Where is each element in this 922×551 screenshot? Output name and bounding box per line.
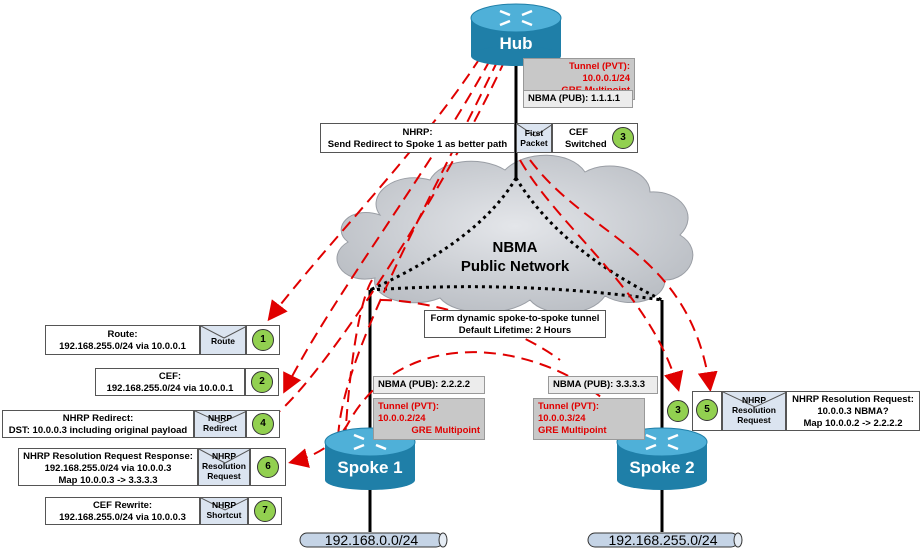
resolution-response-line2: 192.168.255.0/24 via 10.0.0.3 <box>44 463 172 474</box>
spoke2-nbma-label: NBMA (PUB): 3.3.3.3 <box>548 376 658 394</box>
spoke2-tunnel-line2: GRE Multipoint <box>538 425 607 436</box>
resolution-request-box: NHRP Resolution Request: 10.0.0.3 NBMA? … <box>786 391 920 431</box>
first-packet-envelope: First Packet <box>516 123 552 153</box>
resolution-request-env1: NHRP <box>741 395 767 405</box>
dynamic-tunnel-line2: Default Lifetime: 2 Hours <box>458 325 572 336</box>
dynamic-tunnel-line1: Form dynamic spoke-to-spoke tunnel <box>430 313 600 324</box>
cef-rewrite-env2: Shortcut <box>206 510 242 520</box>
arrow-route <box>267 57 481 322</box>
resolution-response-line3: Map 10.0.0.3 -> 3.3.3.3 <box>58 475 158 486</box>
spoke2-step-3-badge: 3 <box>667 400 689 422</box>
spoke1-tunnel-line2: GRE Multipoint <box>411 425 480 436</box>
spoke1-nbma-label: NBMA (PUB): 2.2.2.2 <box>373 376 485 394</box>
spoke1-tunnel-line1: Tunnel (PVT): 10.0.0.2/24 <box>378 401 440 424</box>
arrow-resolution-req <box>519 159 684 392</box>
cloud-label-line1: NBMA <box>492 239 538 256</box>
hub-tunnel-line1: Tunnel (PVT): 10.0.0.1/24 <box>568 61 630 84</box>
route-step-box: Route: 192.168.255.0/24 via 10.0.0.1 <box>45 325 200 355</box>
resolution-response-env3: Request <box>207 471 241 481</box>
nhrp-note-line2: Send Redirect to Spoke 1 as better path <box>327 139 508 150</box>
cef-step-box: CEF: 192.168.255.0/24 via 10.0.0.1 <box>95 368 245 396</box>
resolution-response-envelope: NHRP Resolution Request <box>198 448 250 486</box>
arrow-resolution-req2 <box>529 159 718 392</box>
redirect-env2: Redirect <box>202 423 237 433</box>
resolution-response-env2: Resolution <box>202 461 246 471</box>
resolution-response-env1: NHRP <box>211 451 237 461</box>
resolution-request-env3: Request <box>737 415 771 425</box>
hub-nbma-label: NBMA (PUB): 1.1.1.1 <box>523 90 633 108</box>
nhrp-note-line1: NHRP: <box>402 127 433 138</box>
first-packet-line2: Packet <box>520 138 548 148</box>
spoke2-lan-label: 192.168.255.0/24 <box>608 532 718 548</box>
cef-line2: 192.168.255.0/24 via 10.0.0.1 <box>106 383 234 394</box>
redirect-env1: NHRP <box>207 413 233 423</box>
route-env-label: Route <box>210 336 236 346</box>
arrow-cef <box>283 59 491 394</box>
redirect-line1: NHRP Redirect: <box>62 413 134 424</box>
spoke1-label: Spoke 1 <box>337 458 403 477</box>
spoke2-lan <box>587 532 743 548</box>
cef-switched-line1: CEF <box>569 127 588 138</box>
cloud-label-line2: Public Network <box>460 258 570 275</box>
step-1-badge: 1 <box>252 329 274 351</box>
spoke2-tunnel-label: Tunnel (PVT): 10.0.0.3/24 GRE Multipoint <box>533 398 645 440</box>
cef-rewrite-env1: NHRP <box>211 500 237 510</box>
step-3-badge: 3 <box>612 127 634 149</box>
cef-line1: CEF: <box>158 371 182 382</box>
spoke1-tunnel-label: Tunnel (PVT): 10.0.0.2/24 GRE Multipoint <box>373 398 485 440</box>
route-envelope: Route <box>200 325 246 355</box>
redirect-envelope: NHRP Redirect <box>194 410 246 438</box>
step-4-badge: 4 <box>252 413 274 435</box>
resolution-request-line3: Map 10.0.0.2 -> 2.2.2.2 <box>803 418 903 429</box>
spoke-to-spoke-tunnel <box>369 285 663 302</box>
redirect-line2: DST: 10.0.0.3 including original payload <box>8 425 188 436</box>
spoke1-lan-label: 192.168.0.0/24 <box>324 532 419 548</box>
step-7-badge: 7 <box>254 500 276 522</box>
arrow-redirect <box>274 59 506 416</box>
resolution-request-line2: 10.0.0.3 NBMA? <box>817 406 889 417</box>
step-2-badge: 2 <box>251 371 273 393</box>
cef-rewrite-line2: 192.168.255.0/24 via 10.0.0.3 <box>59 512 186 523</box>
redirect-step-box: NHRP Redirect: DST: 10.0.0.3 including o… <box>2 410 194 438</box>
route-line1: Route: <box>107 329 138 340</box>
spoke2-label: Spoke 2 <box>629 458 695 477</box>
resolution-request-line1: NHRP Resolution Request: <box>792 394 914 405</box>
arrow-spoke-to-hub <box>344 279 373 441</box>
resolution-request-envelope: NHRP Resolution Request <box>722 391 786 431</box>
resolution-response-line1: NHRP Resolution Request Response: <box>23 451 193 462</box>
cef-rewrite-box: CEF Rewrite: 192.168.255.0/24 via 10.0.0… <box>45 497 200 525</box>
cef-switched-line2: Switched <box>565 139 607 150</box>
hub-label: Hub <box>499 34 533 53</box>
step-5-badge: 5 <box>696 399 718 421</box>
route-line2: 192.168.255.0/24 via 10.0.0.1 <box>59 341 186 352</box>
first-packet-line1: First <box>524 128 544 138</box>
cef-rewrite-line1: CEF Rewrite: <box>92 500 153 511</box>
nbma-cloud <box>336 154 694 314</box>
dynamic-tunnel-label: Form dynamic spoke-to-spoke tunnel Defau… <box>424 310 606 338</box>
resolution-response-box: NHRP Resolution Request Response: 192.16… <box>18 448 198 486</box>
spoke1-lan <box>299 532 448 548</box>
spoke2-tunnel-line1: Tunnel (PVT): 10.0.0.3/24 <box>538 401 600 424</box>
nhrp-redirect-note: NHRP: Send Redirect to Spoke 1 as better… <box>320 123 515 153</box>
resolution-request-env2: Resolution <box>732 405 776 415</box>
step-6-badge: 6 <box>257 456 279 478</box>
cloud-label: NBMA Public Network <box>440 238 590 276</box>
cef-rewrite-envelope: NHRP Shortcut <box>200 497 248 525</box>
